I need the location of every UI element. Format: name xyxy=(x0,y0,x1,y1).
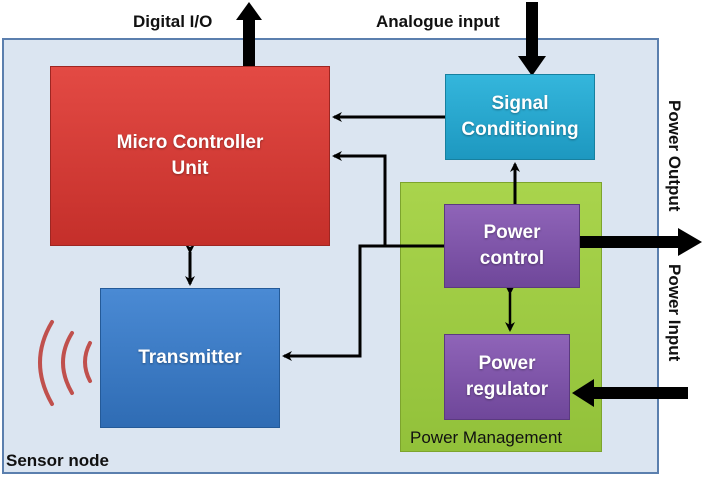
power-output-arrow xyxy=(580,228,702,256)
power-input-arrow xyxy=(572,379,688,407)
transmitter-block: Transmitter xyxy=(100,288,280,428)
micro-controller-unit: Micro Controller Unit xyxy=(50,66,330,246)
power-management-label: Power Management xyxy=(410,428,563,447)
signal-conditioning-block: Signal Conditioning xyxy=(445,74,595,160)
sensor-node-label: Sensor node xyxy=(6,451,109,470)
power-output-label: Power Output xyxy=(665,100,684,212)
power-control-block: Power control xyxy=(444,204,580,288)
digital-io-arrow xyxy=(236,2,262,66)
power-regulator-block: Power regulator xyxy=(444,334,570,420)
power-to-mcu-arrow xyxy=(332,151,444,248)
wireless-signal-icon xyxy=(38,320,92,406)
digital-io-label: Digital I/O xyxy=(133,12,213,31)
power-input-label: Power Input xyxy=(665,264,684,362)
analogue-input-arrow xyxy=(518,2,546,76)
analogue-input-label: Analogue input xyxy=(376,12,500,31)
power-to-transmitter-arrow xyxy=(282,244,385,361)
